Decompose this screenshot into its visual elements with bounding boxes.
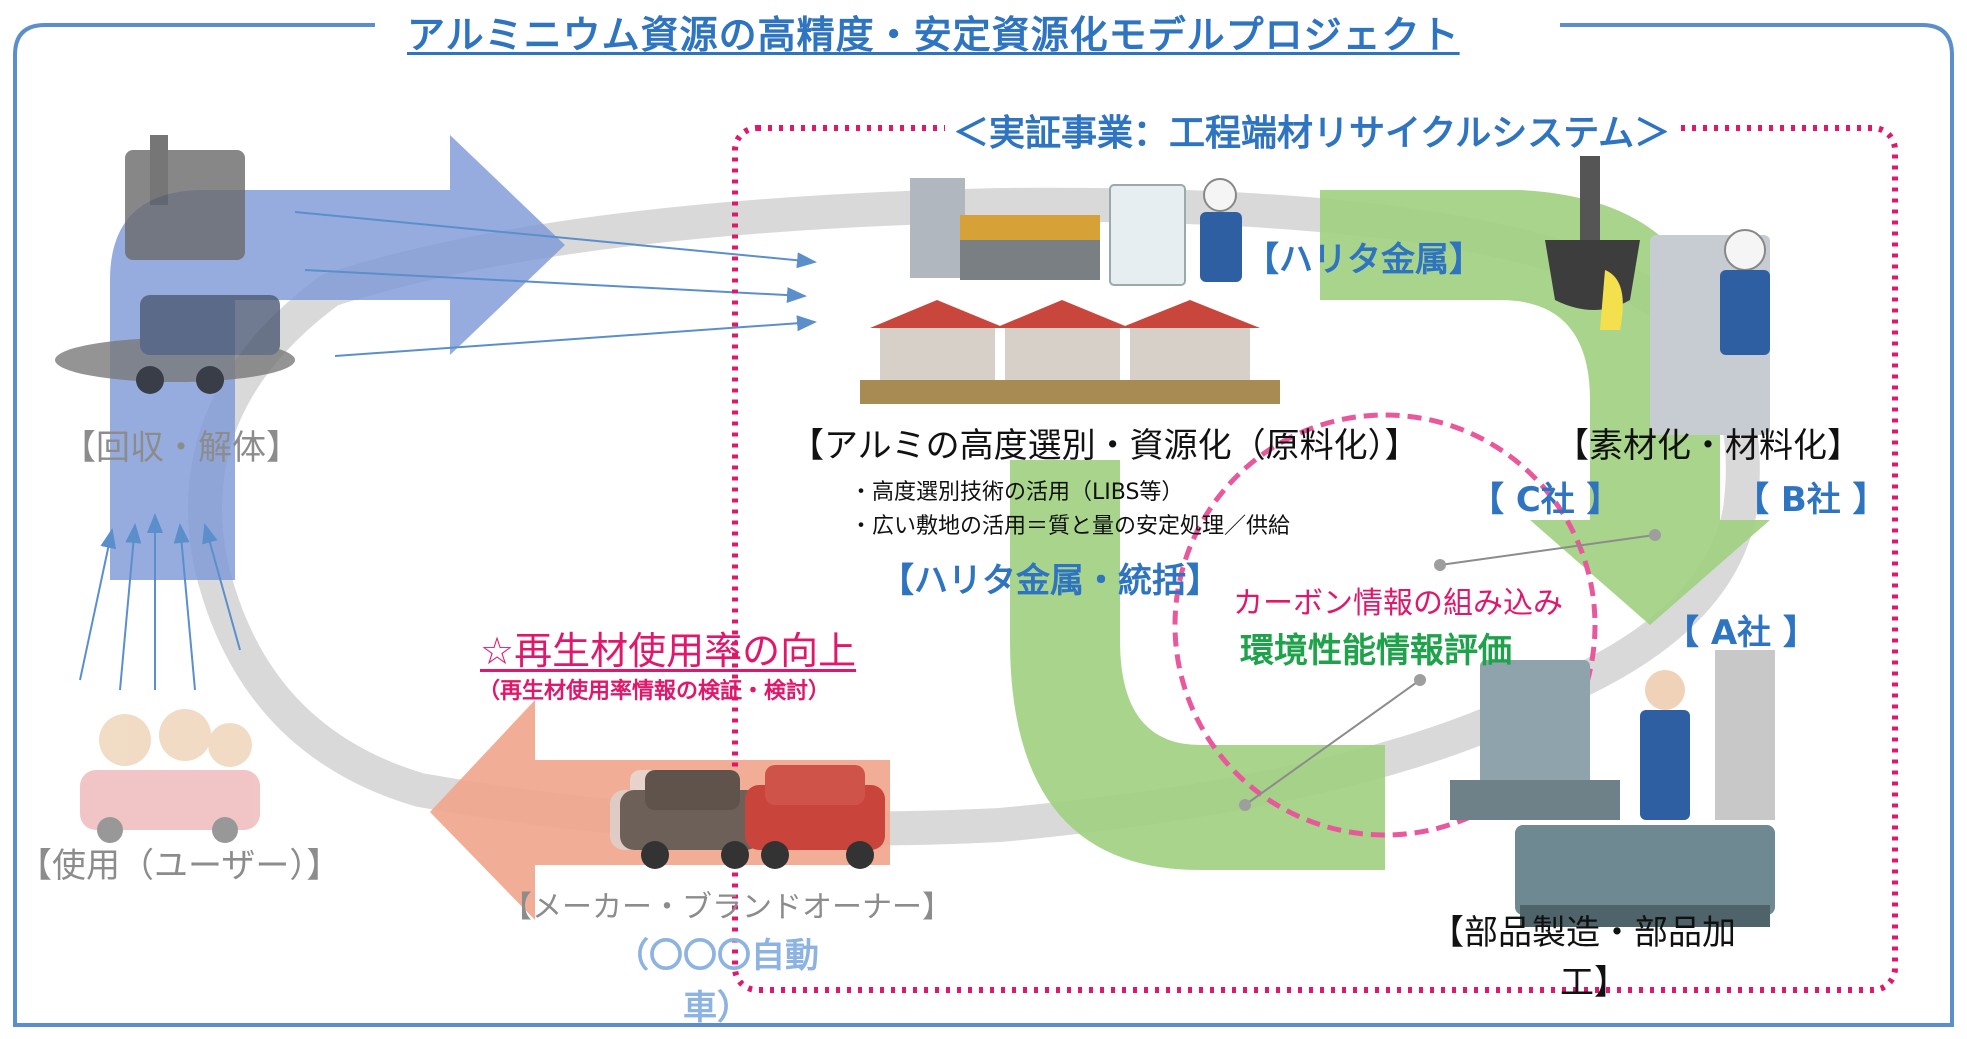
stage-collection: 【回収・解体】 [62,428,300,468]
stage-sorting: 【アルミの高度選別・資源化（原料化）】 [790,426,1419,466]
outer-frame [13,23,1954,1027]
stage-parts-line2: 工】 [1560,963,1628,1003]
stage-maker: 【メーカー・ブランドオーナー】 [502,890,952,925]
company-b: 【 B社 】 [1735,480,1887,520]
carbon-info: カーボン情報の組み込み [1233,586,1563,621]
page-title: アルミニウム資源の高精度・安定資源化モデルプロジェクト [395,4,1472,59]
bullet-libs: ・高度選別技術の活用（LIBS等） [850,480,1184,505]
bullet-site: ・広い敷地の活用＝質と量の安定処理／供給 [850,514,1291,539]
env-performance: 環境性能情報評価 [1240,631,1512,671]
smelting-illustration [1545,150,1770,435]
recycled-rate-title: ☆再生材使用率の向上 [480,629,857,673]
connector-lines [1244,534,1656,806]
company-harita-lead: 【ハリタ金属・統括】 [880,561,1220,601]
company-c: 【 C社 】 [1470,480,1621,520]
demo-title: ＜実証事業：工程端材リサイクルシステム＞ [945,104,1679,156]
carbon-circle [1172,412,1598,838]
maker-name-line2: 車） [683,988,751,1028]
cars-illustration [610,765,885,869]
company-a: 【 A社 】 [1665,613,1817,653]
company-harita-top: 【ハリタ金属】 [1245,240,1483,280]
machining-illustration [1450,650,1775,927]
sorting-illustration [860,178,1280,404]
stage-parts-line1: 【部品製造・部品加 [1430,913,1736,953]
flow-lines [79,211,817,691]
maker-name-line1: （〇〇〇自動 [615,936,819,976]
demolition-illustration [55,135,295,394]
stage-material: 【素材化・材料化】 [1555,426,1861,466]
users-illustration [80,709,260,843]
stage-usage: 【使用（ユーザー）】 [18,846,341,886]
recycled-rate-note: （再生材使用率情報の検証・検討） [478,679,831,704]
green-arrow-bottom [1010,460,1385,870]
